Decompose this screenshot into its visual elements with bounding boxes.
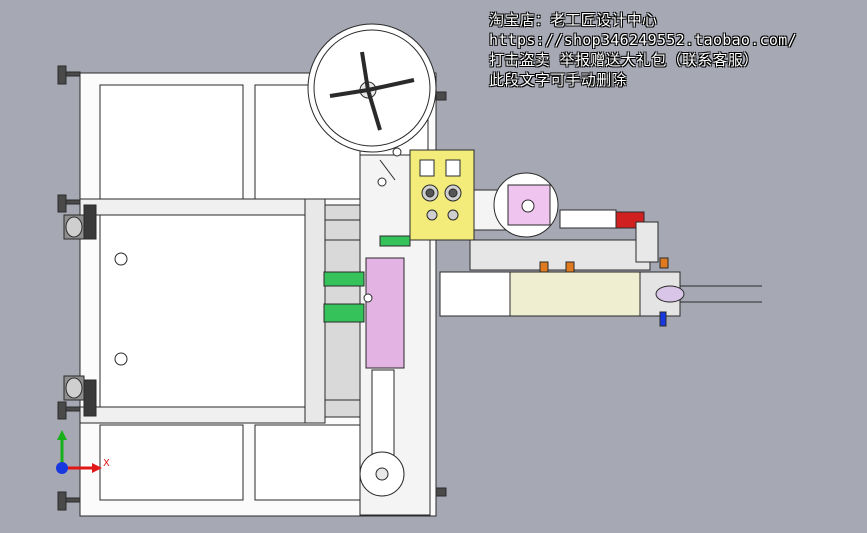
watermark-shop-name: 淘宝店：老工匠设计中心 — [489, 11, 658, 29]
frame-holes — [114, 252, 128, 366]
top-film-reel — [307, 23, 437, 159]
leveling-feet — [57, 65, 447, 511]
sealing-plate — [363, 257, 405, 369]
right-film-reel — [473, 172, 559, 238]
feed-conveyor — [439, 209, 762, 327]
control-panel — [409, 149, 475, 241]
caster-wheels — [63, 204, 97, 417]
x-axis-label: X — [103, 458, 110, 469]
watermark-text-block: 淘宝店：老工匠设计中心 https://shop346249552.taobao… — [489, 10, 797, 90]
axis-triad — [56, 430, 102, 474]
lower-belt — [359, 369, 405, 497]
green-rollers — [323, 235, 411, 323]
watermark-shop-url: https://shop346249552.taobao.com/ — [489, 31, 797, 49]
watermark-delete-note: 此段文字可手动删除 — [489, 71, 627, 89]
watermark-anti-piracy-note: 打击盗卖 举报赠送大礼包（联系客服） — [489, 51, 759, 69]
